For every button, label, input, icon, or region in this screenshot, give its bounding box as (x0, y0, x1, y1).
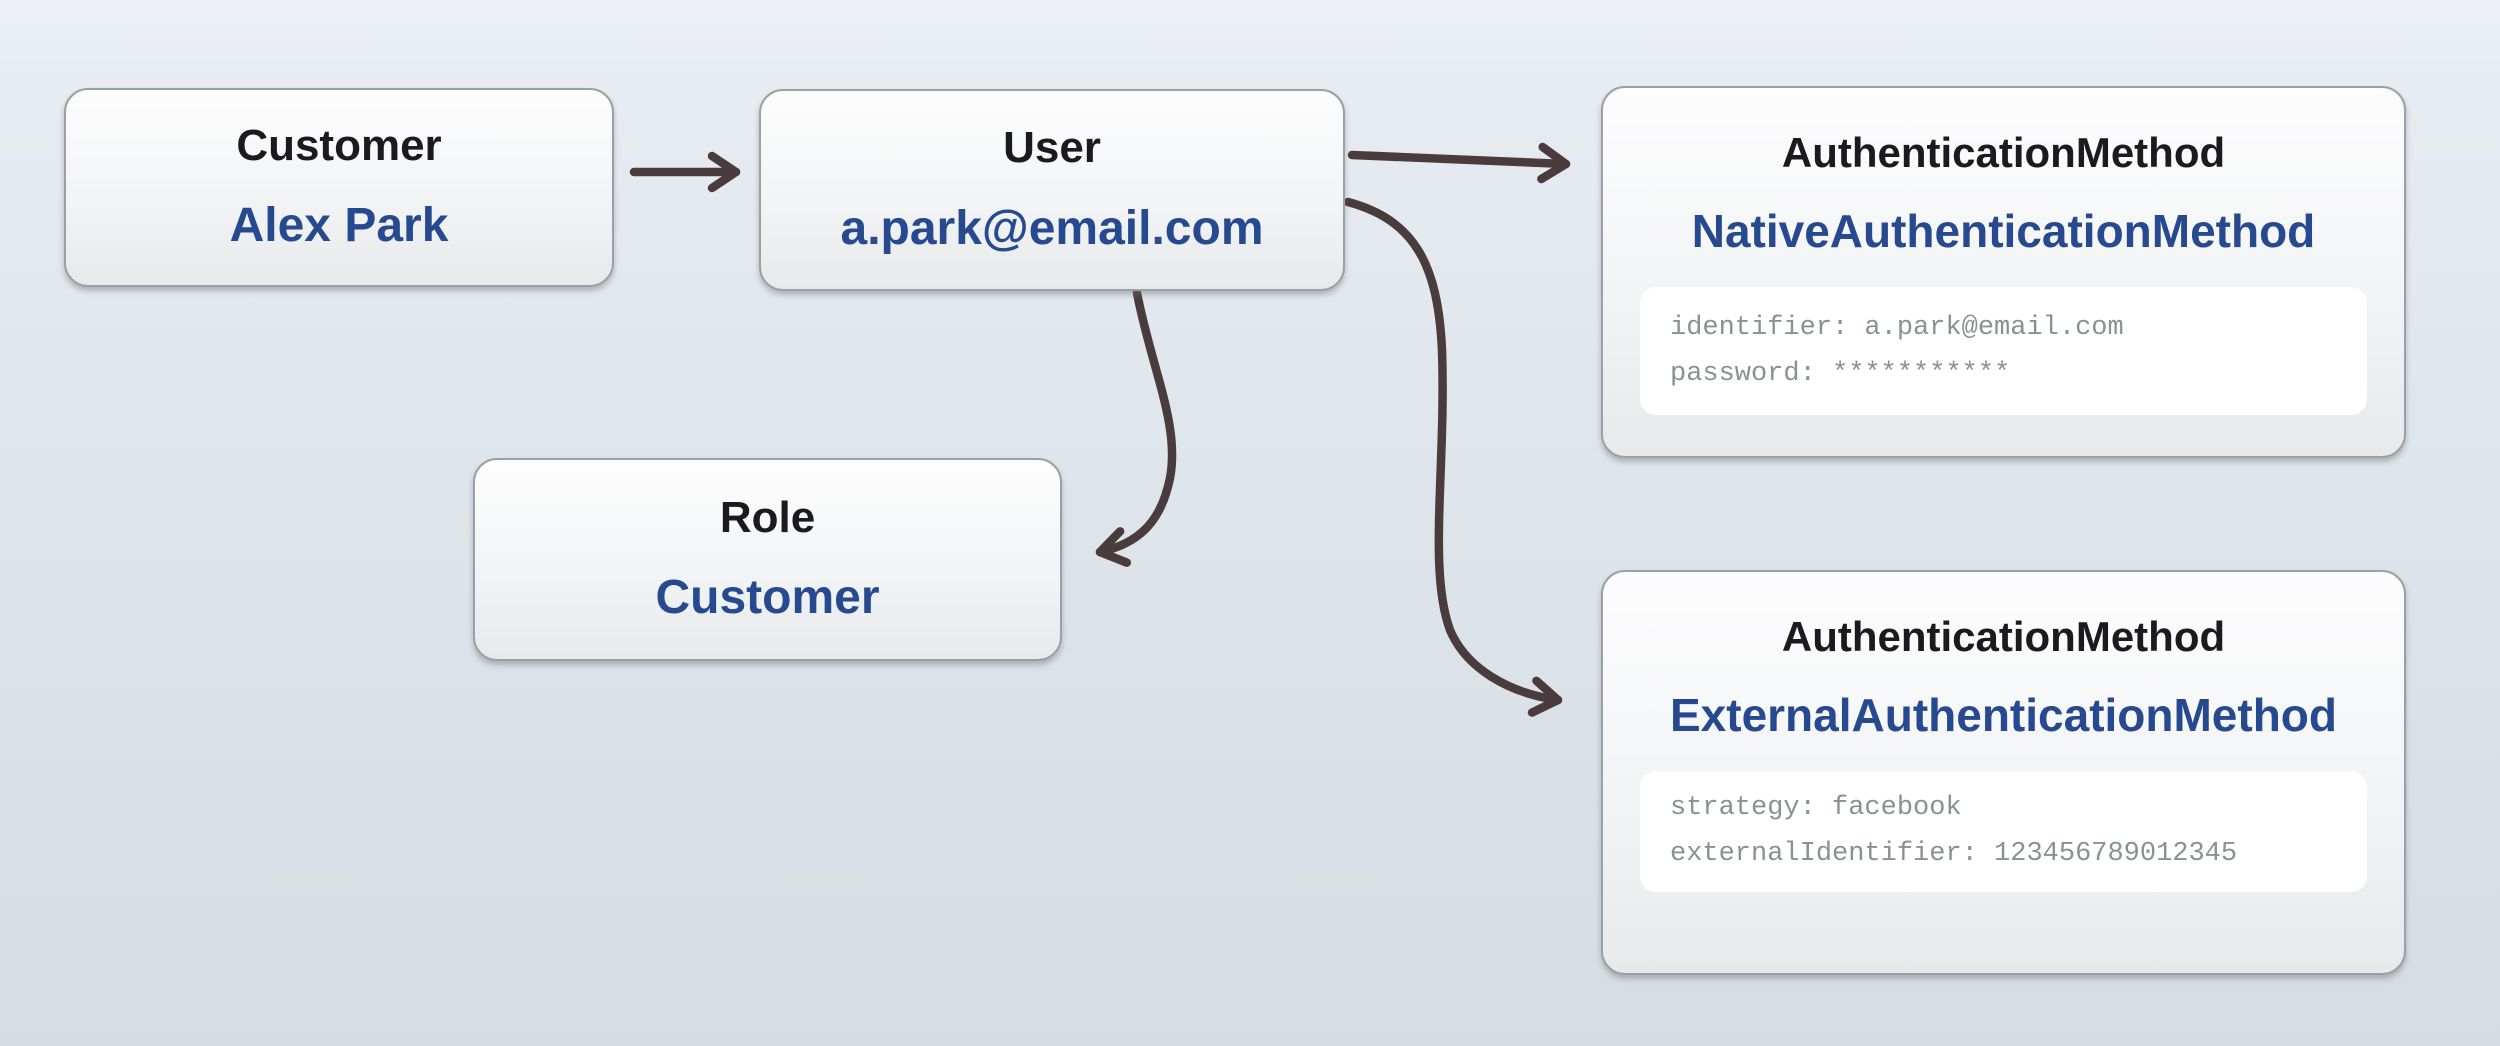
node-external-authentication-method: AuthenticationMethod ExternalAuthenticat… (1601, 570, 2406, 975)
node-user-title: User (1003, 123, 1101, 173)
node-role-title: Role (719, 492, 816, 542)
arrow-user-to-role (1095, 288, 1177, 567)
external-auth-strategy-line: strategy: facebook (1670, 793, 1962, 824)
node-external-auth-subtitle: ExternalAuthenticationMethod (1669, 689, 2338, 742)
native-auth-password-line: password: *********** (1670, 358, 2011, 389)
arrow-user-to-native-auth (1347, 142, 1571, 184)
node-native-auth-title: AuthenticationMethod (1781, 129, 2226, 176)
arrow-user-to-external-auth (1343, 197, 1563, 717)
node-customer: Customer Alex Park (64, 88, 614, 287)
node-native-authentication-method: AuthenticationMethod NativeAuthenticatio… (1601, 86, 2406, 458)
native-auth-identifier-line: identifier: a.park@email.com (1670, 312, 2124, 343)
node-role: Role Customer (473, 458, 1062, 661)
node-customer-value: Alex Park (229, 199, 449, 253)
node-user: User a.park@email.com (759, 89, 1345, 291)
native-auth-attributes-panel: identifier: a.park@email.com password: *… (1640, 286, 2367, 415)
node-role-value: Customer (655, 571, 880, 625)
external-auth-identifier-line: externalIdentifier: 123456789012345 (1670, 839, 2238, 870)
node-native-auth-subtitle: NativeAuthenticationMethod (1691, 205, 2316, 258)
node-customer-title: Customer (236, 120, 442, 170)
external-auth-attributes-panel: strategy: facebook externalIdentifier: 1… (1640, 770, 2367, 892)
node-external-auth-title: AuthenticationMethod (1781, 613, 2226, 660)
node-user-value: a.park@email.com (840, 201, 1264, 255)
